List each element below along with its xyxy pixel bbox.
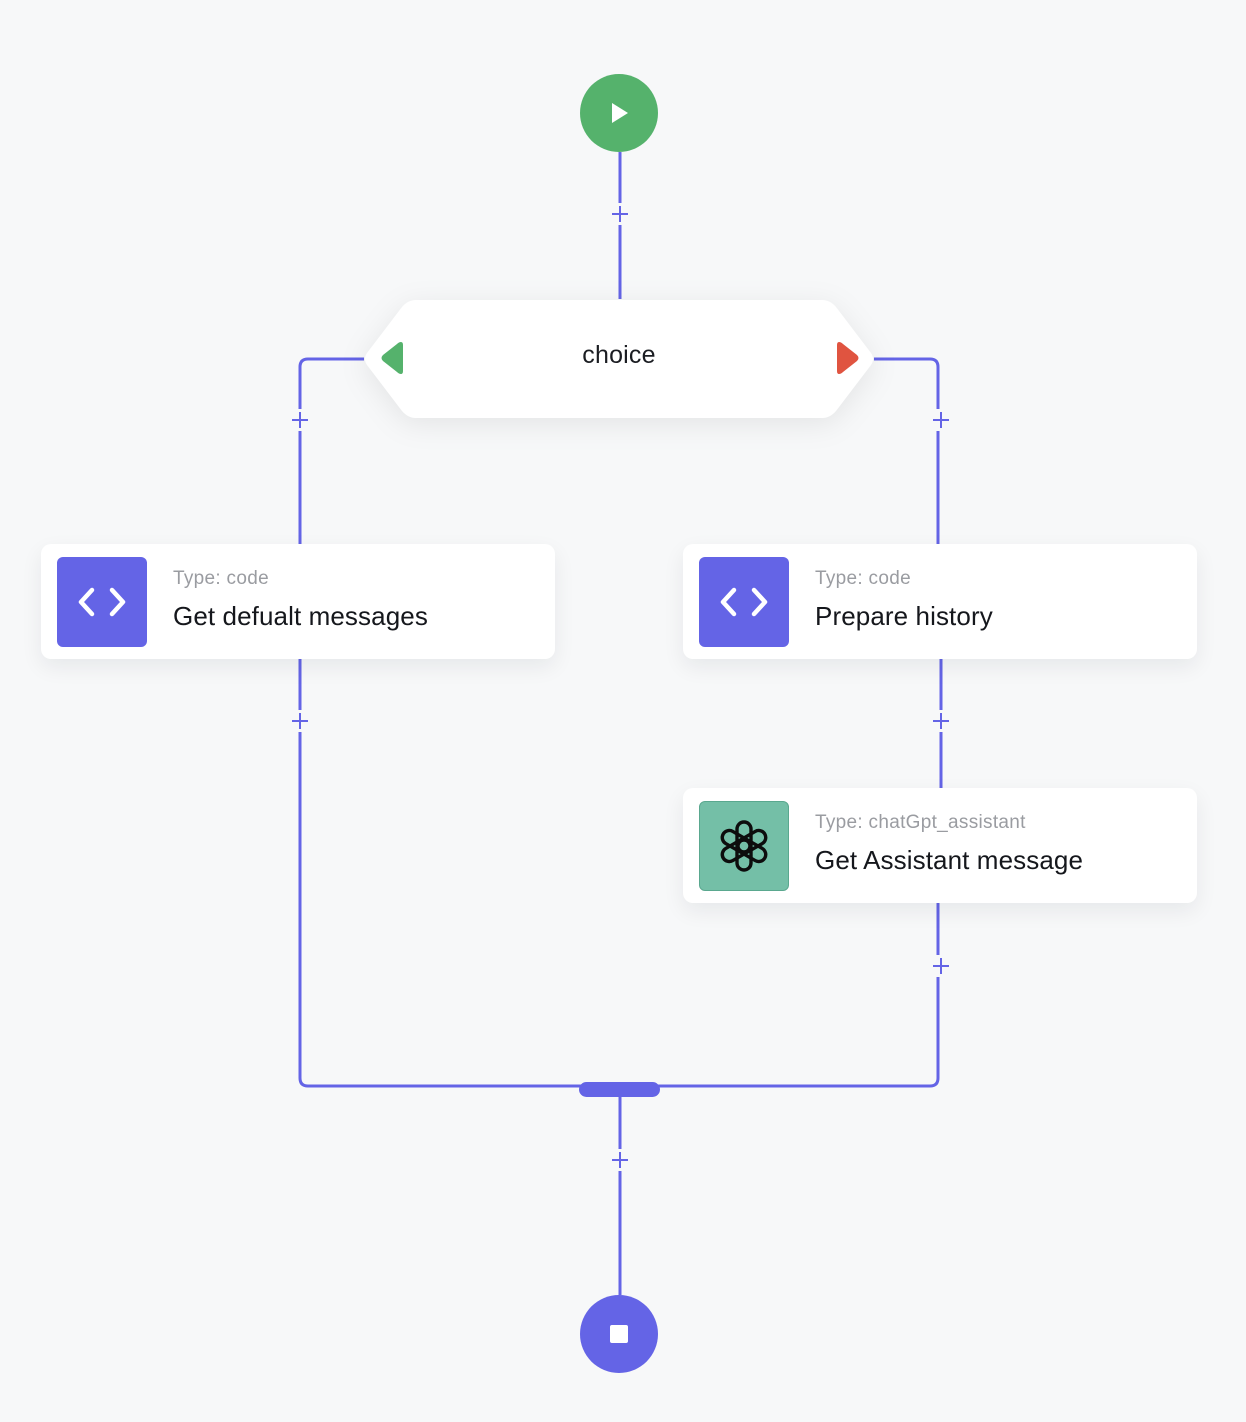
left-triangle-icon bbox=[381, 342, 403, 374]
step-type-label: Type: chatGpt_assistant bbox=[815, 812, 1026, 833]
choice-node[interactable]: choice bbox=[364, 299, 874, 419]
step-card-prepare-history[interactable]: Type: code Prepare history bbox=[683, 544, 1197, 659]
connector-step3-to-merge bbox=[640, 903, 940, 1088]
add-step-button[interactable] bbox=[289, 409, 311, 431]
step-title: Get Assistant message bbox=[815, 845, 1084, 875]
merge-node[interactable] bbox=[579, 1082, 660, 1097]
end-node[interactable] bbox=[580, 1295, 658, 1373]
stop-icon bbox=[610, 1325, 628, 1343]
right-triangle-icon bbox=[837, 342, 859, 374]
connector-step1-to-merge bbox=[298, 659, 600, 1088]
add-step-button[interactable] bbox=[930, 710, 952, 732]
step-icon bbox=[57, 557, 147, 647]
choice-label: choice bbox=[582, 341, 656, 369]
code-brackets-icon bbox=[720, 587, 768, 617]
start-node[interactable] bbox=[580, 74, 658, 152]
step-title: Get defualt messages bbox=[173, 601, 428, 631]
step-card-get-assistant-message[interactable]: Type: chatGpt_assistant Get Assistant me… bbox=[683, 788, 1197, 903]
choice-hexagon-shape bbox=[365, 300, 873, 418]
step-type-label: Type: code bbox=[815, 568, 911, 589]
add-step-button[interactable] bbox=[609, 1149, 631, 1171]
step-title: Prepare history bbox=[815, 601, 993, 631]
true-branch-handle[interactable] bbox=[380, 341, 404, 380]
add-step-button[interactable] bbox=[930, 409, 952, 431]
add-step-button[interactable] bbox=[930, 955, 952, 977]
step-icon bbox=[699, 557, 789, 647]
add-step-button[interactable] bbox=[609, 203, 631, 225]
connector-choice-false-branch bbox=[874, 357, 940, 544]
code-brackets-icon bbox=[78, 587, 126, 617]
add-step-button[interactable] bbox=[289, 710, 311, 732]
play-icon bbox=[612, 103, 628, 123]
connector-choice-true-branch bbox=[298, 357, 364, 544]
false-branch-handle[interactable] bbox=[836, 341, 860, 380]
step-card-get-default-messages[interactable]: Type: code Get defualt messages bbox=[41, 544, 555, 659]
step-type-label: Type: code bbox=[173, 568, 269, 589]
openai-logo-icon bbox=[720, 820, 768, 872]
step-icon bbox=[699, 801, 789, 891]
